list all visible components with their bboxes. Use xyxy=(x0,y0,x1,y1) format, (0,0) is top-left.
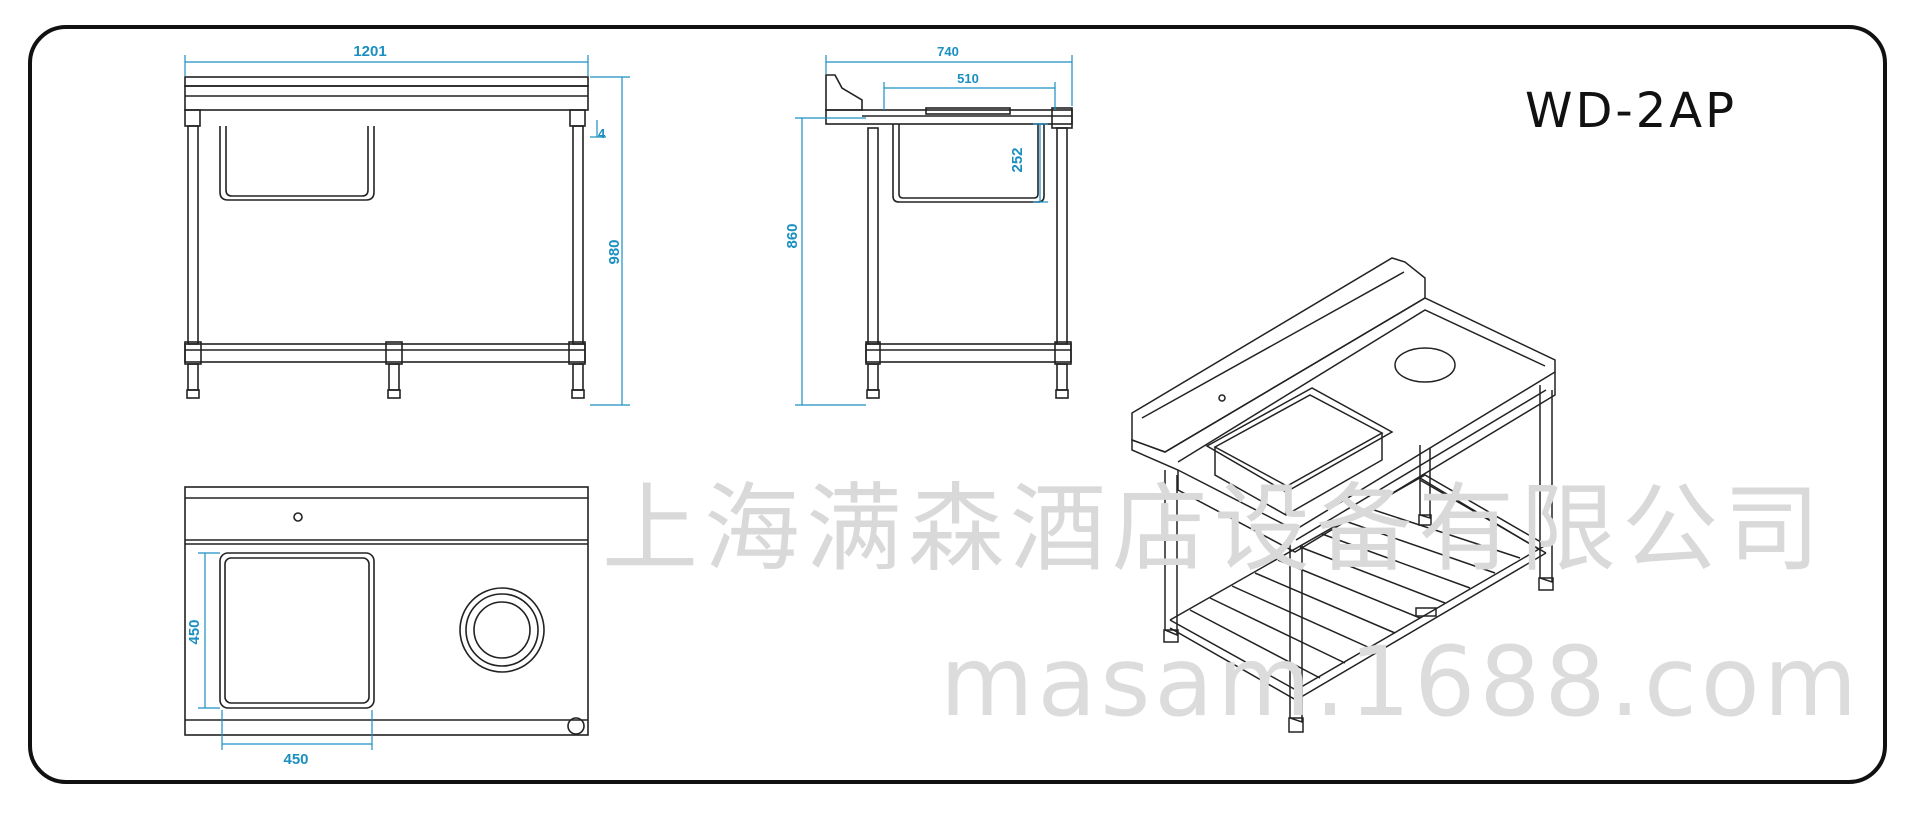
dim-side-depth: 740 xyxy=(937,44,959,59)
dim-side-worktop-height: 860 xyxy=(784,223,801,248)
dim-backsplash-offset: 4 xyxy=(598,126,606,141)
side-view xyxy=(825,74,1073,399)
top-dimension-lines xyxy=(198,552,373,750)
watermark-company: 上海满森酒店设备有限公司 xyxy=(602,473,1826,585)
top-view xyxy=(184,486,589,736)
dim-top-bowl-width: 450 xyxy=(186,619,203,644)
sheet-border xyxy=(28,25,1887,784)
dim-side-bowl-width: 510 xyxy=(957,71,979,86)
dim-front-height: 980 xyxy=(606,239,623,264)
dim-side-bowl-depth: 252 xyxy=(1009,147,1026,172)
front-dimension-lines xyxy=(184,55,630,406)
dim-top-bowl-length: 450 xyxy=(283,751,308,768)
dim-front-width: 1201 xyxy=(353,43,386,60)
front-view xyxy=(184,76,589,399)
isometric-view xyxy=(1131,257,1556,733)
side-dimension-lines xyxy=(795,55,1073,406)
watermark-website: masam.1688.com xyxy=(940,626,1861,738)
model-code: WD-2AP xyxy=(1525,83,1737,139)
